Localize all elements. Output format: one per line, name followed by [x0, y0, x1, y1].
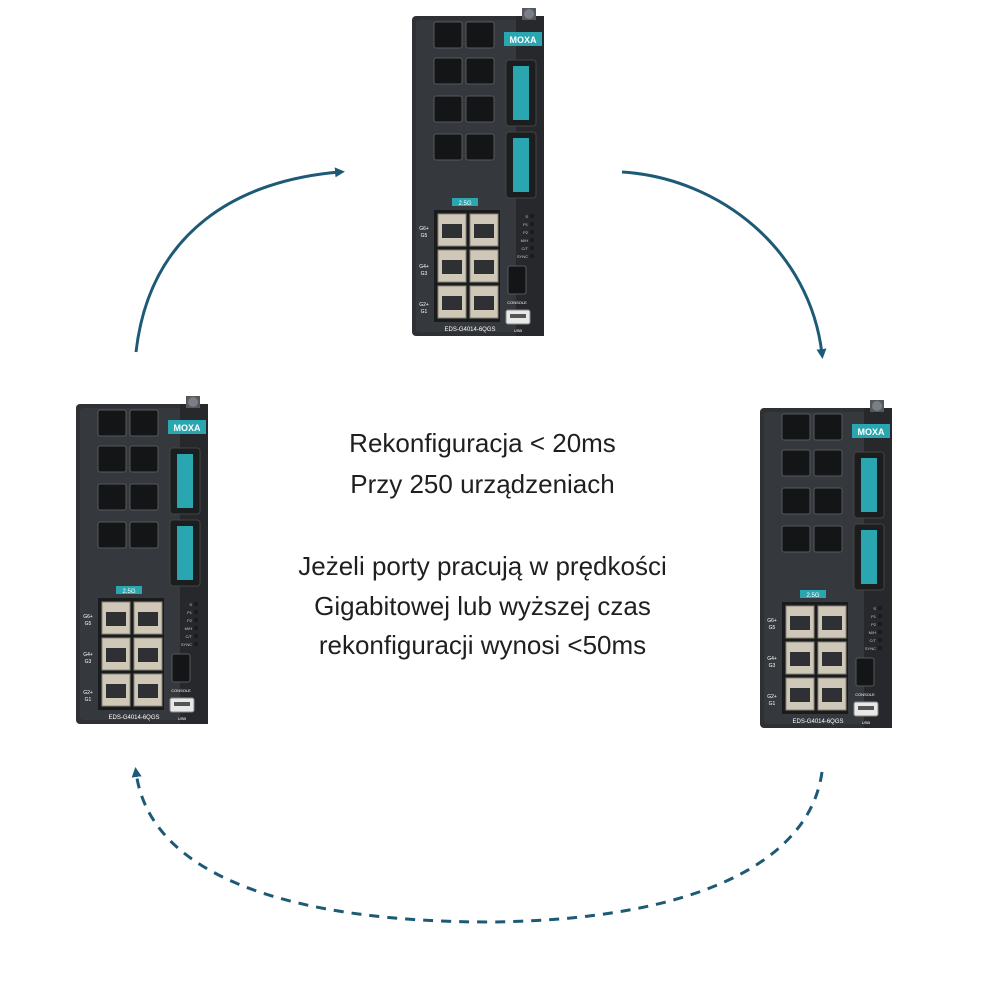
switch-top-model: EDS-G4014-6QGS [444, 327, 495, 333]
switch-right-console: CONSOLE [855, 692, 875, 697]
arrow-right-to-left-dashed [131, 767, 824, 924]
switch-top-led-label: C/T [522, 246, 529, 251]
switch-top-brand: MOXA [510, 35, 538, 45]
switch-left-usb: USB [178, 716, 187, 721]
caption-device-count: Przy 250 urządzeniach [350, 469, 615, 499]
switch-left-brand: MOXA [174, 423, 202, 433]
switch-top-port-group-label: G1 [421, 309, 428, 315]
switch-right-led-label: S [873, 606, 876, 611]
switch-right-speed-badge: 2.5G [806, 593, 819, 599]
switch-top-port-group-label: G2+ [419, 302, 429, 308]
caption-reconfiguration-time: Rekonfiguracja < 20ms [349, 428, 616, 458]
switch-top-port-group-label: G5 [421, 233, 428, 239]
caption-gigabit-line2: Gigabitowej lub wyższej czas [314, 591, 651, 621]
switch-left-led-label: P1 [187, 610, 193, 615]
switch-right-led-label: SYNC [865, 646, 876, 651]
switch-right-port-group-label: G5 [769, 625, 776, 631]
switch-right-model: EDS-G4014-6QGS [792, 719, 843, 725]
switch-left-led-label: S [189, 602, 192, 607]
switch-right-port-group-label: G1 [769, 701, 776, 707]
switch-left-port-group-label: G3 [85, 659, 92, 665]
switch-top-led-label: P1 [523, 222, 529, 227]
switch-right-led-label: C/T [870, 638, 877, 643]
caption-gigabit-line3: rekonfiguracji wynosi <50ms [318, 630, 647, 660]
switch-top-led-label: S [525, 214, 528, 219]
switch-left-port-group-label: G5 [85, 621, 92, 627]
switch-left-led-label: M/H [185, 626, 192, 631]
switch-left-led-label: SYNC [181, 642, 192, 647]
arrow-left-to-top [134, 167, 345, 353]
switch-right-led-label: M/H [869, 630, 876, 635]
switch-left-port-group-label: G4+ [83, 652, 93, 658]
switch-left-model: EDS-G4014-6QGS [108, 715, 159, 721]
switch-top-led-label: SYNC [517, 254, 528, 259]
switch-right-port-group-label: G6+ [767, 618, 777, 624]
switch-top-console: CONSOLE [507, 300, 527, 305]
switch-top-led-label: M/H [521, 238, 528, 243]
switch-left-port-group-label: G2+ [83, 690, 93, 696]
switch-left-console: CONSOLE [171, 688, 191, 693]
switch-top-port-group-label: G4+ [419, 264, 429, 270]
switch-left-port-group-label: G1 [85, 697, 92, 703]
switch-right: MOXA EDS-G4014-6QGS CONSOLE USB 2.5G S P1P… [759, 399, 893, 729]
switch-left-port-group-label: G6+ [83, 614, 93, 620]
switch-right-brand: MOXA [858, 427, 886, 437]
switch-right-port-group-label: G3 [769, 663, 776, 669]
switch-top-port-group-label: G3 [421, 271, 428, 277]
switch-left-speed-badge: 2.5G [122, 589, 135, 595]
switch-top: MOXA EDS-G4014-6QGS CONSOLE USB 2.5G S P1P… [411, 7, 545, 337]
switch-left: MOXA EDS-G4014-6QGS CONSOLE USB 2.5G S P1P… [75, 395, 209, 725]
switch-right-port-group-label: G2+ [767, 694, 777, 700]
switch-right-led-label: P2 [871, 622, 877, 627]
switch-right-led-label: P1 [871, 614, 877, 619]
switch-top-usb: USB [514, 328, 523, 333]
switch-right-usb: USB [862, 720, 871, 725]
switch-left-led-label: P2 [187, 618, 193, 623]
switch-top-speed-badge: 2.5G [458, 201, 471, 207]
switch-left-led-label: C/T [186, 634, 193, 639]
arrow-top-to-right [621, 170, 827, 359]
switch-right-port-group-label: G4+ [767, 656, 777, 662]
caption-gigabit-line1: Jeżeli porty pracują w prędkości [298, 551, 667, 581]
switch-top-port-group-label: G6+ [419, 226, 429, 232]
switch-top-led-label: P2 [523, 230, 529, 235]
